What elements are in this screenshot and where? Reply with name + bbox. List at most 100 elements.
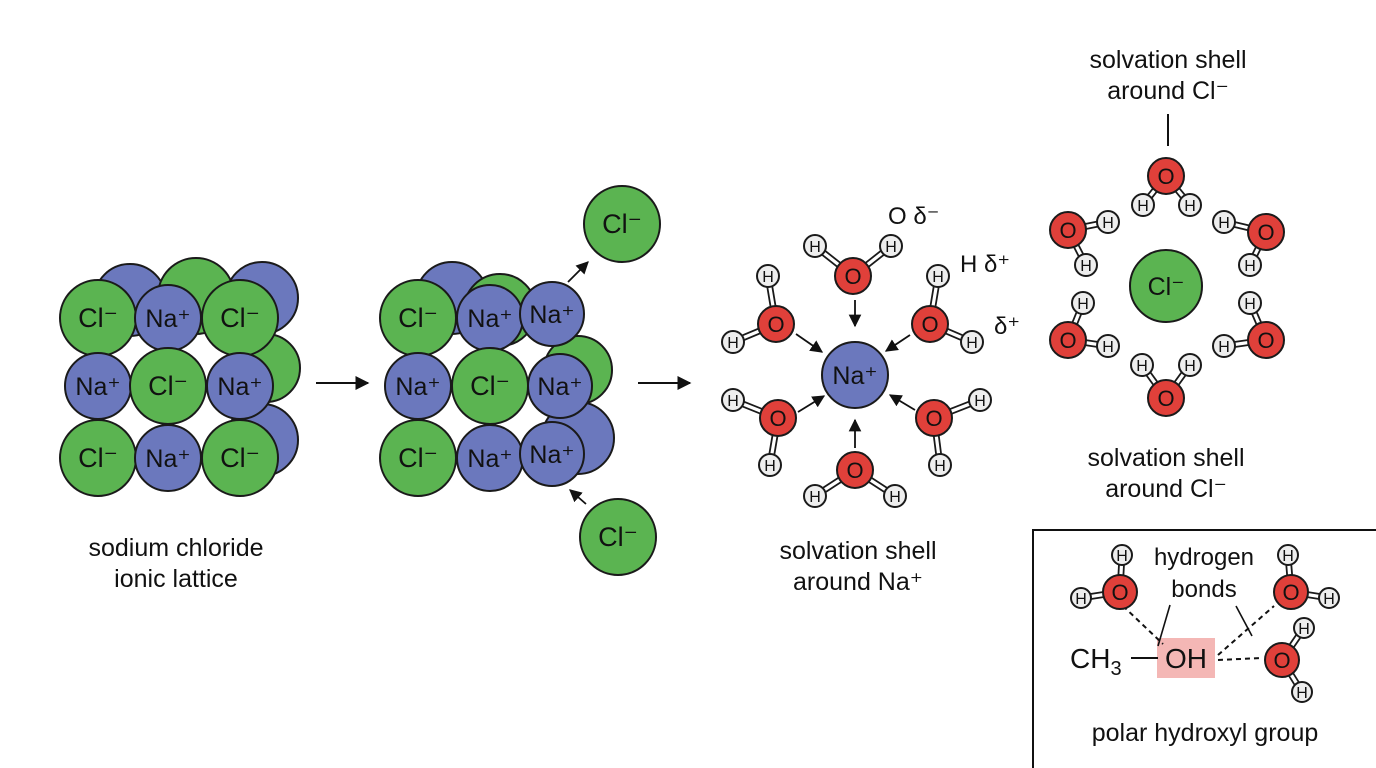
cl-water-bottom-oxygen-circle xyxy=(1147,379,1185,417)
lattice-ion-6: Na⁺ xyxy=(206,352,274,420)
dissoc-ion-9-circle xyxy=(519,421,585,487)
lattice-ion-5: Cl⁻ xyxy=(129,347,207,425)
lattice-ion-2-label: Na⁺ xyxy=(145,305,190,333)
dissociating-lattice: Cl⁻Na⁺Na⁺Na⁺Cl⁻Na⁺Cl⁻Na⁺Na⁺Cl⁻Cl⁻ xyxy=(379,185,661,576)
na-water-bottom-oxygen-circle xyxy=(836,451,874,489)
cl-water-upper-left-hydrogen2: H xyxy=(1074,253,1098,277)
na-water-upper-left-hydrogen2-label: H xyxy=(727,335,739,352)
lattice-ion-7: Cl⁻ xyxy=(59,419,137,497)
cl-water-lower-left-oxygen: O xyxy=(1049,321,1087,359)
na-water-top-oxygen-circle xyxy=(834,257,872,295)
cl-water-upper-left-oxygen-circle xyxy=(1049,211,1087,249)
na-water-lower-left-hydrogen2: H xyxy=(758,453,782,477)
na-water-lower-left-hydrogen2-label: H xyxy=(764,458,776,475)
na-water-upper-left: HHO xyxy=(721,264,795,354)
na-water-bottom-hydrogen1: H xyxy=(803,484,827,508)
central-chloride-circle xyxy=(1129,249,1203,323)
na-water-top-hydrogen2: H xyxy=(879,234,903,258)
na-water-upper-right-hydrogen2: H xyxy=(960,330,984,354)
na-water-top-hydrogen1-label: H xyxy=(809,239,821,256)
dissoc-ion-9-label: Na⁺ xyxy=(529,441,574,469)
dissoc-ion-6: Na⁺ xyxy=(527,353,593,419)
na-water-upper-right-hydrogen2-label: H xyxy=(966,335,978,352)
na-water-upper-right-oxygen: O xyxy=(911,305,949,343)
na-water-top-hydrogen1: H xyxy=(803,234,827,258)
panel-water-right-oxygen: O xyxy=(1273,574,1309,610)
na-water-bottom-hydrogen1-label: H xyxy=(809,489,821,506)
approaching-chloride-arrow xyxy=(569,489,587,505)
cl-water-top-hydrogen1-label: H xyxy=(1137,198,1149,215)
cl-water-upper-right-hydrogen1-label: H xyxy=(1218,215,1230,232)
cl-water-top-hydrogen2-circle xyxy=(1178,193,1202,217)
cl-water-bottom-hydrogen2-circle xyxy=(1178,353,1202,377)
na-water-upper-right-hydrogen1: H xyxy=(926,264,950,288)
lattice-ion-5-label: Cl⁻ xyxy=(148,371,188,401)
na-water-bottom-hydrogen2-label: H xyxy=(889,489,901,506)
cl-water-upper-right-hydrogen2-circle xyxy=(1238,253,1262,277)
methyl-group-label: CH3 xyxy=(1070,643,1122,680)
panel-water-left-hydrogen2: H xyxy=(1070,587,1092,609)
dissoc-ion-3: Na⁺ xyxy=(519,281,585,347)
panel-water-right-hydrogen1: H xyxy=(1277,544,1299,566)
panel-water-right-hydrogen2-label: H xyxy=(1323,591,1335,608)
chloride-shell-caption-line2: around Cl⁻ xyxy=(1105,475,1227,503)
dissoc-ion-8: Na⁺ xyxy=(456,424,524,492)
na-water-lower-right-hydrogen2-label: H xyxy=(934,458,946,475)
lattice-ion-3-label: Cl⁻ xyxy=(220,303,260,333)
lattice-ion-3: Cl⁻ xyxy=(201,279,279,357)
dissoc-ion-6-circle xyxy=(527,353,593,419)
na-water-upper-left-hydrogen2: H xyxy=(721,330,745,354)
sodium-shell-caption-line1: solvation shell xyxy=(779,537,937,565)
na-attraction-arrow-upper-right xyxy=(884,334,911,352)
panel-water-lower-hydrogen2-circle xyxy=(1291,681,1313,703)
lattice-ion-2: Na⁺ xyxy=(134,284,202,352)
panel-water-left-hydrogen1-label: H xyxy=(1116,548,1128,565)
panel-water-lower-hydrogen2: H xyxy=(1291,681,1313,703)
sodium-shell-caption: solvation shell around Na⁺ xyxy=(728,536,988,598)
lattice-ion-4-label: Na⁺ xyxy=(75,373,120,401)
panel-water-lower-oxygen-circle xyxy=(1264,642,1300,678)
panel-water-right-hydrogen2-circle xyxy=(1318,587,1340,609)
cl-water-top-hydrogen1-circle xyxy=(1131,193,1155,217)
cl-water-lower-left-hydrogen2-label: H xyxy=(1102,339,1114,356)
hydrogen-partial-positive-label: H δ⁺ xyxy=(960,251,1010,278)
departing-chloride-circle xyxy=(583,185,661,263)
lattice-ion-4: Na⁺ xyxy=(64,352,132,420)
dissoc-ion-4: Na⁺ xyxy=(384,352,452,420)
cl-water-upper-right-oxygen-label: O xyxy=(1257,220,1274,245)
methyl-subscript: 3 xyxy=(1110,658,1121,680)
lattice-ion-9-circle xyxy=(201,419,279,497)
na-water-lower-left: HHO xyxy=(721,388,797,477)
lattice-ion-8: Na⁺ xyxy=(134,424,202,492)
lattice-ion-1-label: Cl⁻ xyxy=(78,303,118,333)
lattice-ion-7-label: Cl⁻ xyxy=(78,443,118,473)
cl-water-bottom-hydrogen1: H xyxy=(1130,353,1154,377)
chloride-shell-caption: solvation shell around Cl⁻ xyxy=(1046,443,1286,505)
panel-water-right: H HO xyxy=(1273,544,1340,610)
dissoc-ion-5-label: Cl⁻ xyxy=(470,371,510,401)
panel-water-lower-hydrogen1-circle xyxy=(1293,617,1315,639)
cl-water-lower-left-oxygen-circle xyxy=(1049,321,1087,359)
chloride-shell-top-label-line1: solvation shell xyxy=(1089,46,1247,74)
central-sodium-circle xyxy=(821,341,889,409)
central-chloride-label: Cl⁻ xyxy=(1148,273,1185,301)
cl-water-lower-right-hydrogen1-circle xyxy=(1238,291,1262,315)
cl-water-lower-left-hydrogen1-circle xyxy=(1071,291,1095,315)
na-water-upper-right: H HO xyxy=(911,264,984,354)
na-attraction-arrow-lower-left xyxy=(797,395,826,413)
hydroxyl-caption: polar hydroxyl group xyxy=(1092,719,1319,747)
cl-water-lower-left-hydrogen1: H xyxy=(1071,291,1095,315)
dissoc-ion-4-label: Na⁺ xyxy=(395,373,440,401)
central-sodium: Na⁺ xyxy=(821,341,889,409)
hydrogen-bond-dashed-3 xyxy=(1217,657,1263,661)
panel-water-lower-oxygen: O xyxy=(1264,642,1300,678)
panel-water-left-hydrogen1: H xyxy=(1111,544,1133,566)
na-water-upper-right-oxygen-circle xyxy=(911,305,949,343)
hydrogen-bond-dashed-2 xyxy=(1217,605,1275,656)
panel-water-lower-hydrogen1: H xyxy=(1293,617,1315,639)
cl-water-upper-right-hydrogen2-label: H xyxy=(1244,258,1256,275)
cl-water-bottom-oxygen-label: O xyxy=(1157,386,1174,411)
